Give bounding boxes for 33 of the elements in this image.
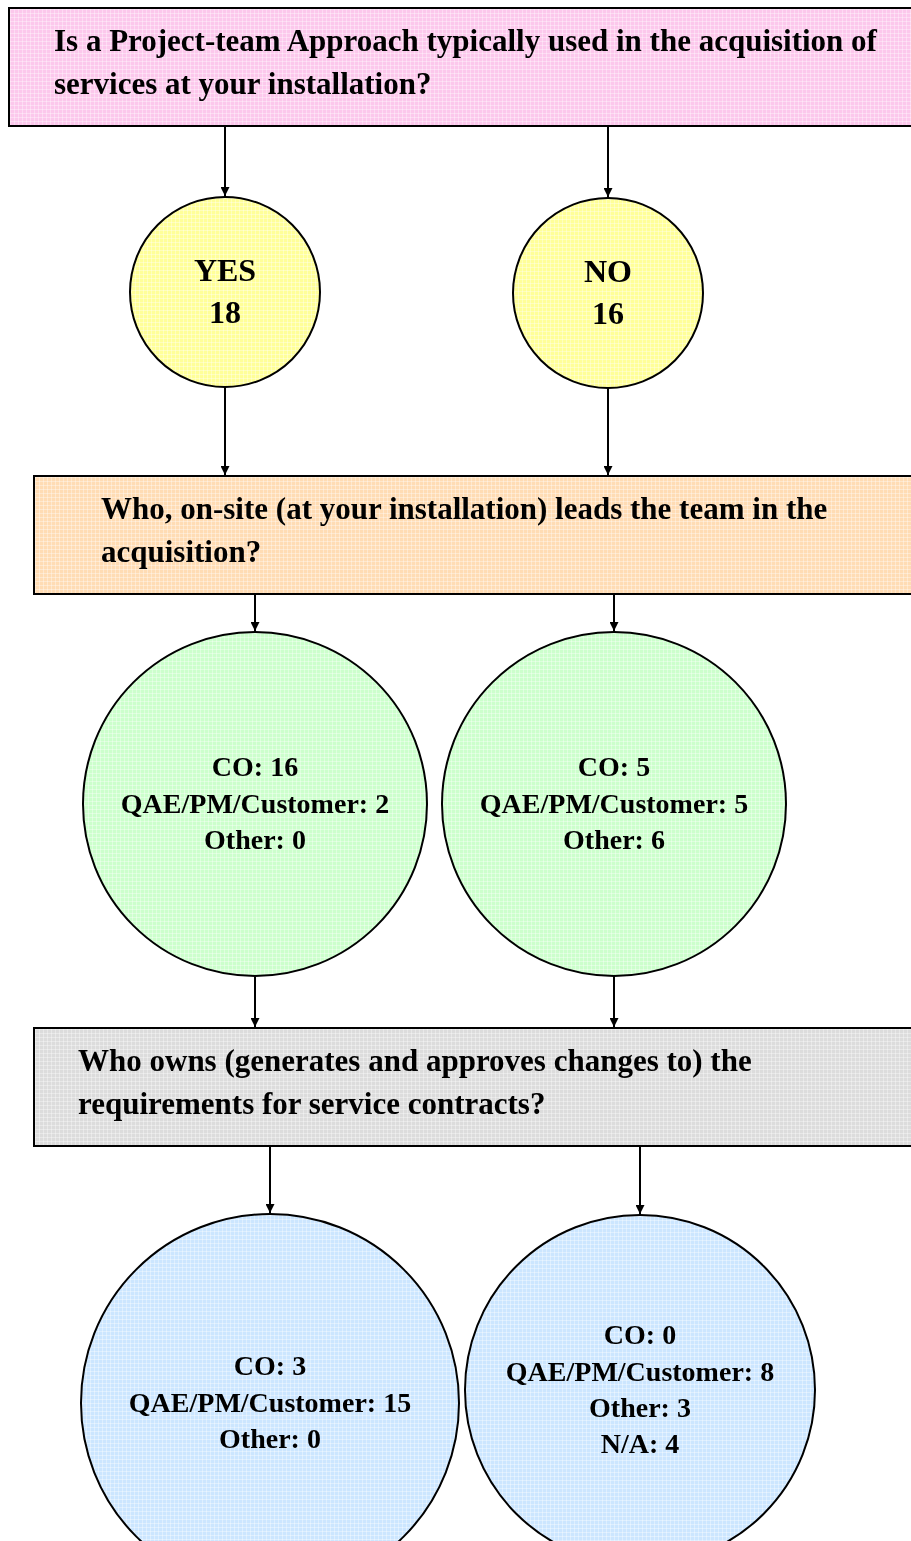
- answer-count: QAE/PM/Customer: 15: [128, 1385, 412, 1420]
- question-box: [8, 7, 911, 127]
- answer-count: YES: [193, 251, 257, 291]
- arrow: [220, 126, 230, 197]
- answer-count: Other: 0: [204, 823, 306, 858]
- arrow: [603, 388, 613, 476]
- answer-count: Other: 3: [589, 1391, 691, 1425]
- question-text: Is a Project-team Approach typically used in the acquisition of services at your installation?: [54, 22, 878, 103]
- answer-count: 16: [592, 294, 624, 333]
- arrow: [250, 594, 260, 632]
- arrow: [609, 594, 619, 632]
- answer-count: QAE/PM/Customer: 8: [505, 1354, 775, 1389]
- answer-count: 18: [209, 293, 241, 332]
- arrow: [250, 976, 260, 1028]
- arrow: [635, 1146, 645, 1215]
- arrow: [265, 1146, 275, 1214]
- answer-count: N/A: 4: [600, 1427, 680, 1462]
- answer-count: CO: 5: [577, 750, 651, 785]
- answer-count: QAE/PM/Customer: 2: [120, 786, 390, 821]
- answer-count: Other: 6: [563, 823, 665, 858]
- arrow: [220, 387, 230, 476]
- question-text: Who, on-site (at your installation) leads the team in the acquisition?: [101, 490, 829, 571]
- answer-count: NO: [584, 252, 632, 292]
- arrow: [603, 126, 613, 198]
- answer-count: CO: 16: [211, 750, 299, 785]
- question-box: [33, 475, 911, 595]
- answer-count: QAE/PM/Customer: 5: [479, 786, 749, 821]
- question-box: [33, 1027, 911, 1147]
- arrow: [609, 976, 619, 1028]
- answer-count: CO: 3: [233, 1349, 307, 1384]
- answer-count: CO: 0: [603, 1318, 677, 1353]
- answer-count: Other: 0: [219, 1422, 321, 1457]
- question-text: Who owns (generates and approves changes to) the requirements for service contracts?: [78, 1042, 753, 1123]
